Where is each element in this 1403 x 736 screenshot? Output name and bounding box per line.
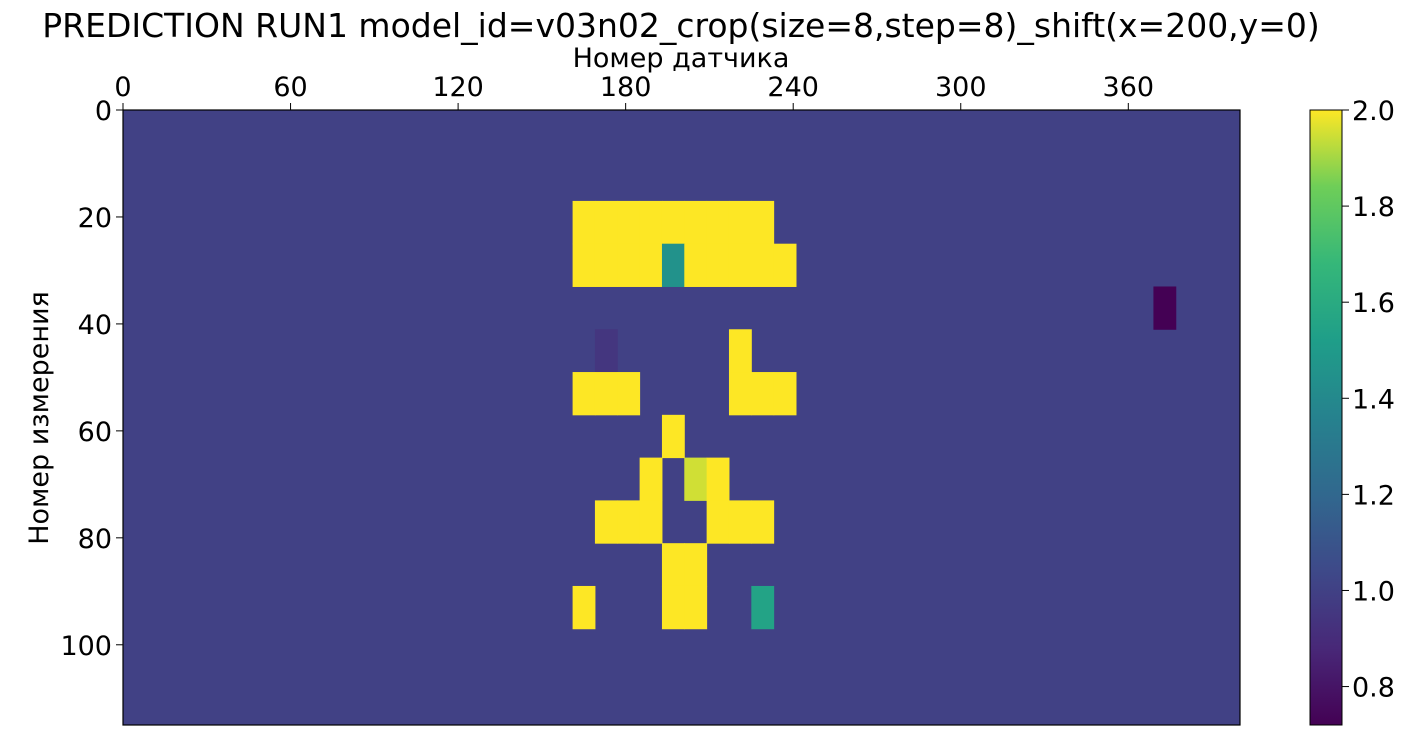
x-axis-label: Номер датчика [573,43,790,74]
heatmap-cell [594,200,618,245]
x-tick-label: 180 [600,72,652,103]
heatmap-cell [594,243,618,287]
heatmap-cell [773,372,797,416]
heatmap-cell [594,329,618,373]
x-tick-label: 120 [432,72,484,103]
heatmap-cell [572,585,596,630]
heatmap-cell [617,372,641,416]
heatmap-cell [572,200,596,245]
y-tick-label: 20 [78,203,112,234]
heatmap-cell [639,500,663,544]
heatmap-cell [594,372,618,416]
heatmap-cell [684,543,708,587]
heatmap-cell [639,243,663,287]
plot-area [122,109,1241,726]
heatmap-cell [572,372,596,416]
x-tick-label: 300 [935,72,987,103]
heatmap-cell [706,200,730,245]
heatmap-cell [661,585,685,630]
heatmap-cell [684,585,708,630]
heatmap-cell [661,200,685,245]
y-tick-label: 40 [78,310,112,341]
y-tick-label: 100 [60,631,112,662]
heatmap-cell [751,243,775,287]
heatmap-cell [661,243,685,287]
heatmap-cell [617,243,641,287]
colorbar-tick-label: 1.0 [1352,576,1395,607]
y-axis-label: Номер измерения [24,291,55,545]
colorbar-tick-label: 1.2 [1352,480,1395,511]
heatmap-cell [684,457,708,501]
y-tick-label: 0 [95,96,112,127]
heatmap-cell [661,543,685,587]
plot-frame [122,109,1241,726]
heatmap-cell [728,200,752,245]
heatmap-cell [661,414,685,459]
y-tick-label: 60 [78,417,112,448]
heatmap-cell [639,457,663,501]
colorbar: 0.8 1.0 1.2 1.4 1.6 1.8 2.0 [1309,96,1395,726]
colorbar-tick-label: 2.0 [1352,96,1395,127]
colorbar-gradient [1309,109,1343,726]
x-tick-label: 240 [767,72,819,103]
heatmap-cell [1153,286,1177,330]
heatmap-cell [751,372,775,416]
heatmap-cell [751,500,775,544]
heatmap-cell [639,200,663,245]
colorbar-tick-label: 0.8 [1352,673,1395,704]
heatmap-cell [728,500,752,544]
x-tick-label: 0 [114,72,131,103]
colorbar-tick-label: 1.4 [1352,384,1395,415]
heatmap-cell [728,243,752,287]
heatmap-cell [728,372,752,416]
y-tick-label: 80 [78,524,112,555]
x-tick-label: 360 [1103,72,1155,103]
heatmap-cell [751,585,775,630]
heatmap-cell [684,200,708,245]
y-axis-ticks: 0 20 40 60 80 100 [60,96,123,662]
heatmap-cell [617,200,641,245]
heatmap-cell [751,200,775,245]
heatmap-cell [617,500,641,544]
colorbar-ticks: 0.8 1.0 1.2 1.4 1.6 1.8 2.0 [1342,96,1395,704]
heatmap-cell [728,329,752,373]
heatmap-cell [594,500,618,544]
heatmap-cells [572,200,1177,630]
heatmap-cell [706,243,730,287]
heatmap-cell [773,243,797,287]
colorbar-tick-label: 1.6 [1352,288,1395,319]
heatmap-cell [572,243,596,287]
heatmap-cell [706,457,730,501]
chart-title: PREDICTION RUN1 model_id=v03n02_crop(siz… [42,6,1319,45]
x-axis-ticks: 0 60 120 180 240 300 360 [114,72,1154,110]
heatmap-cell [684,243,708,287]
heatmap-cell [706,500,730,544]
x-tick-label: 60 [273,72,307,103]
colorbar-tick-label: 1.8 [1352,192,1395,223]
